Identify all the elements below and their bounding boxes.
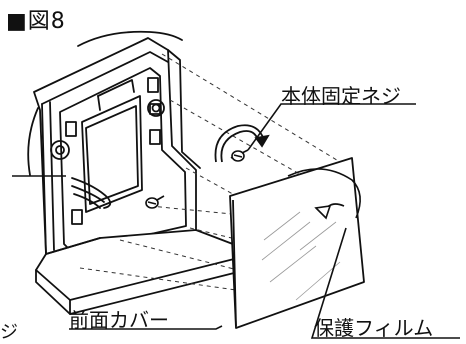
cut-off-label: ジ — [0, 322, 18, 343]
projection-line — [149, 205, 233, 215]
wire — [71, 177, 112, 209]
leader-body-screw — [247, 103, 416, 151]
box-front-top — [41, 51, 169, 105]
figure-label: ■図8 — [6, 9, 66, 34]
leader-front-cover — [69, 325, 223, 330]
mount-slot — [149, 129, 161, 145]
mount-slot — [71, 209, 83, 225]
protective-film-label: 保護フィルム — [314, 316, 434, 340]
screw-lower — [145, 195, 165, 209]
front-cover-label: 前面カバー — [69, 308, 169, 332]
wire — [73, 193, 101, 209]
mount-slot — [65, 121, 77, 137]
film-peel-curve — [287, 168, 361, 219]
body-screw-label: 本体固定ネジ — [281, 84, 401, 108]
wire — [71, 185, 105, 203]
mount-slot — [147, 77, 159, 93]
projection-line — [185, 167, 241, 199]
knockout-hole — [50, 140, 70, 160]
knockout-hole — [147, 99, 165, 117]
wall-plate-top-edge — [77, 30, 183, 47]
rotation-arrow — [214, 124, 265, 163]
projection-line — [169, 99, 311, 181]
box-inner-cavity — [59, 67, 187, 253]
screw-upper — [230, 149, 249, 162]
projection-line — [79, 267, 237, 291]
leader-film — [310, 227, 460, 339]
wall-plate-edge — [27, 107, 39, 176]
projection-line — [161, 53, 351, 169]
front-cover-panel — [229, 157, 365, 329]
